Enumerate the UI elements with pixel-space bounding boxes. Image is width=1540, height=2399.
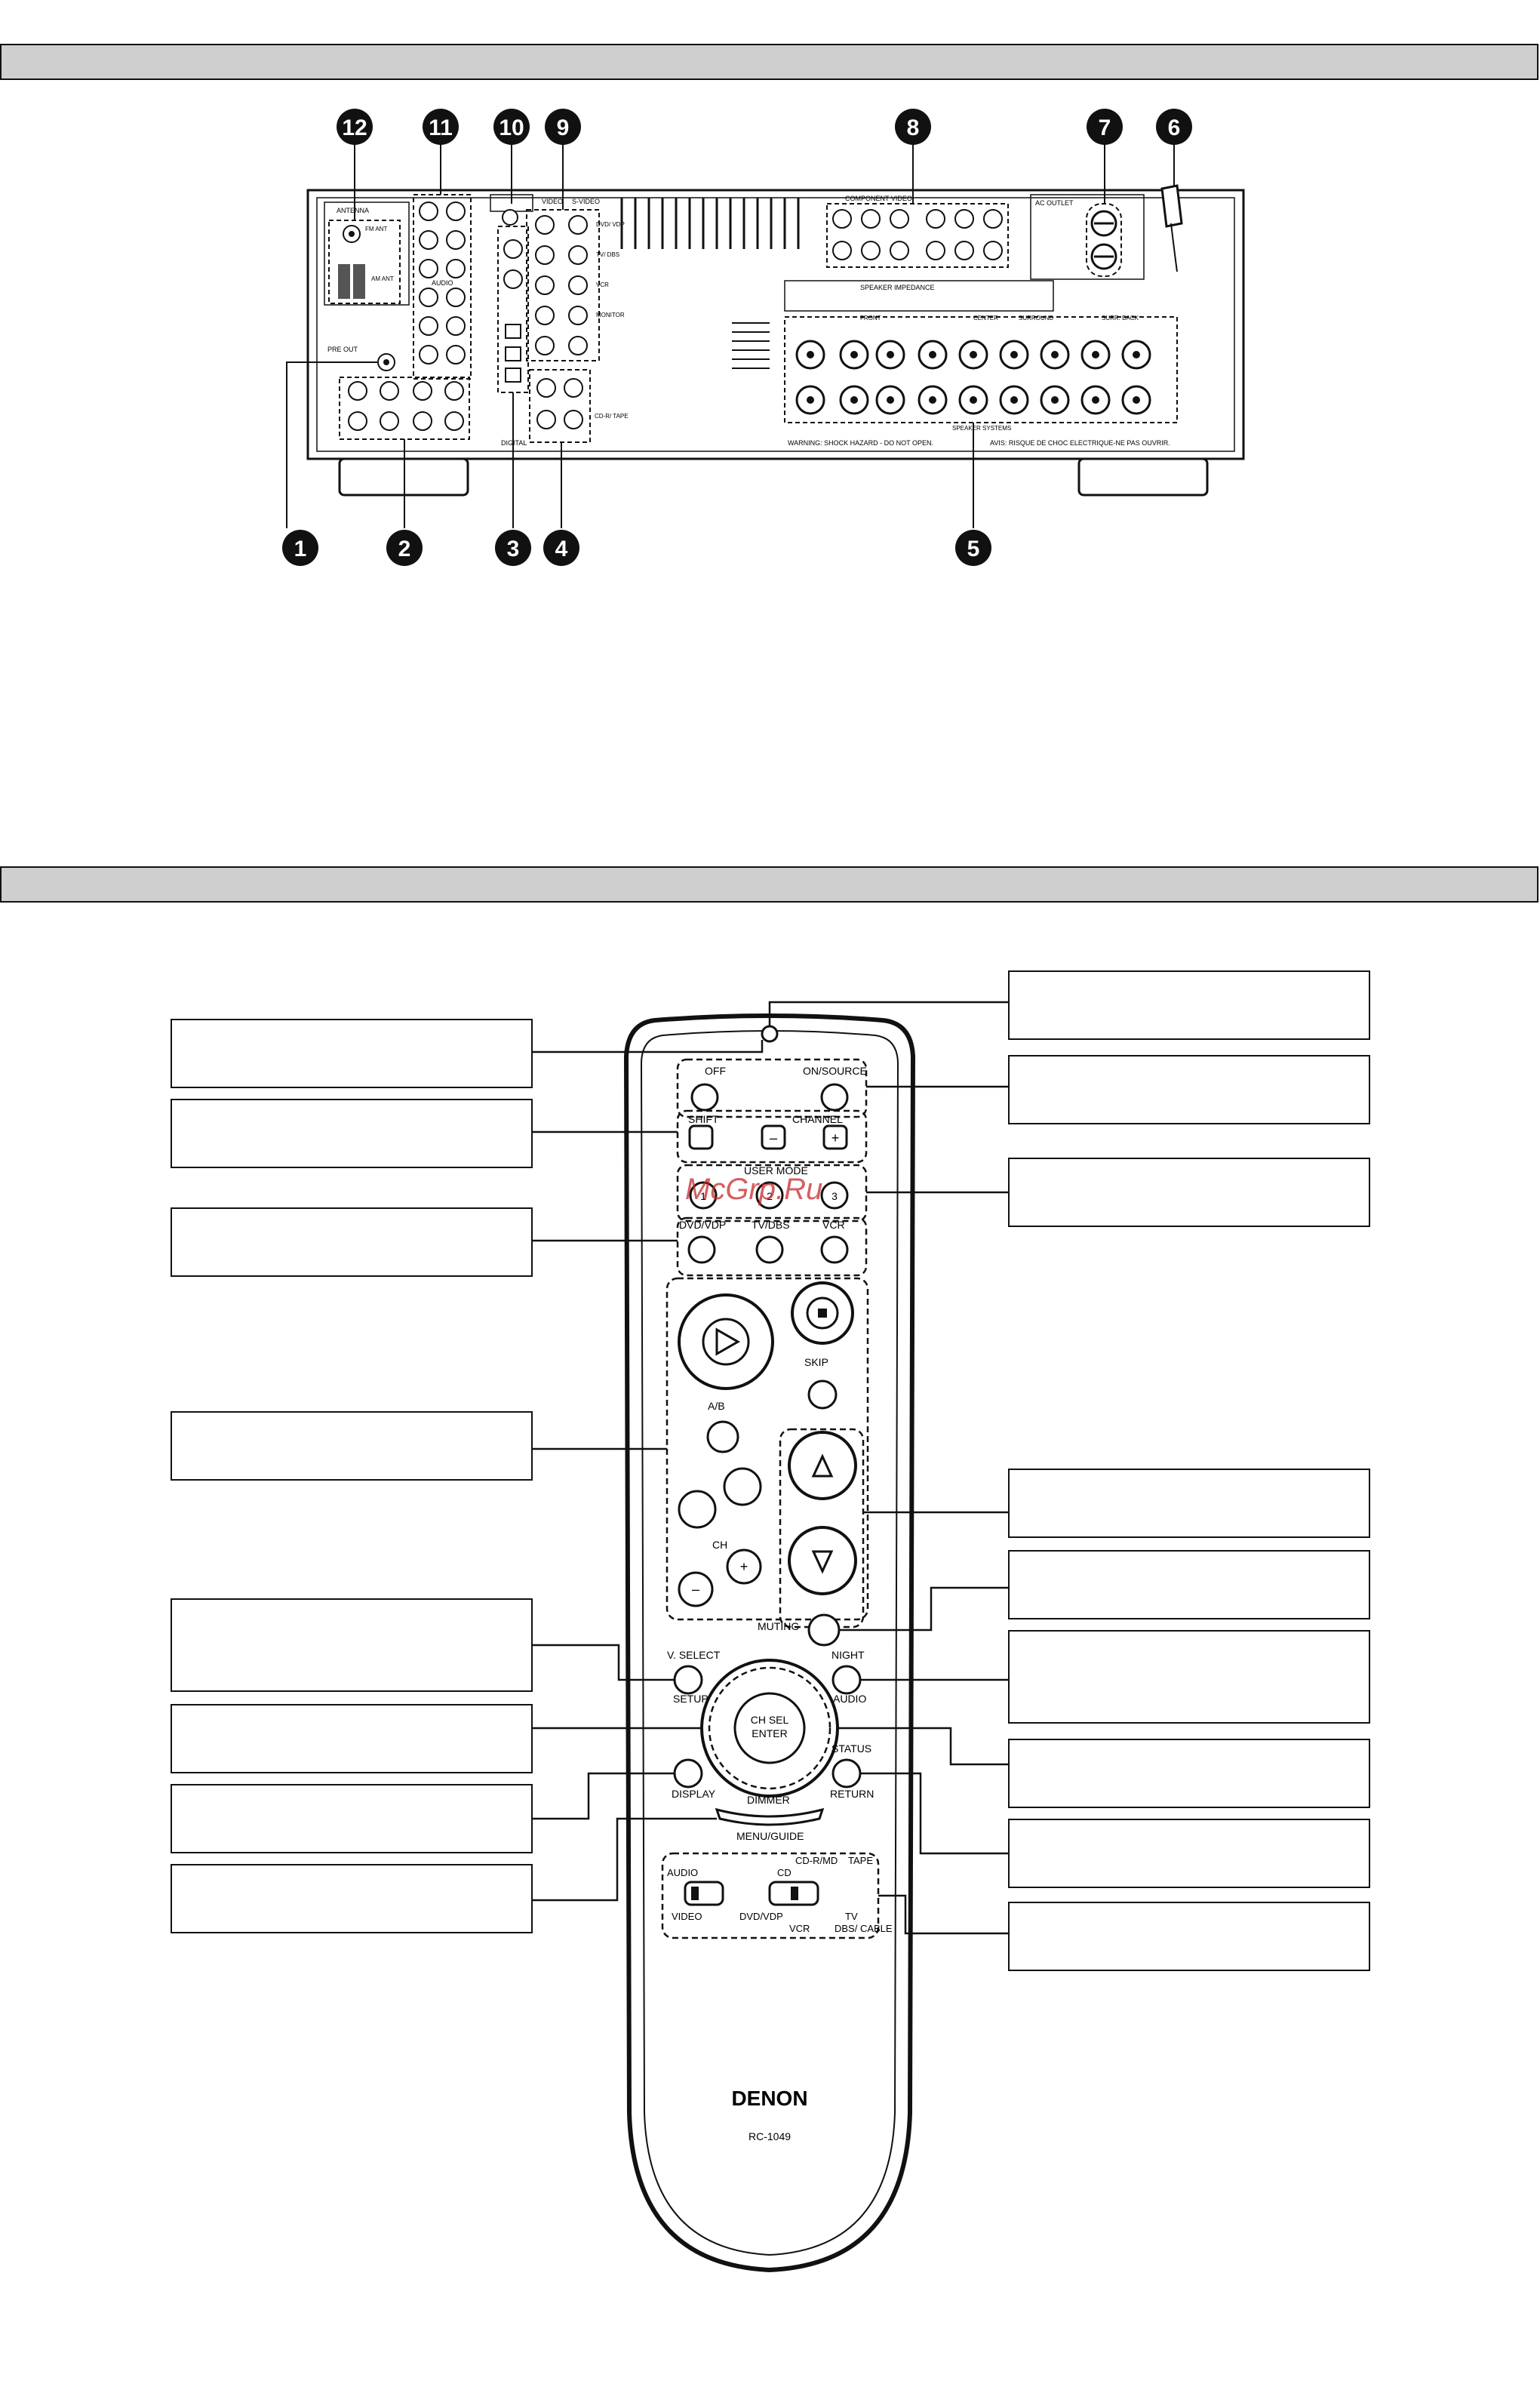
svg-text:3: 3 [831,1190,838,1202]
svg-text:TV/DBS: TV/DBS [752,1219,790,1231]
svg-text:ENTER: ENTER [752,1727,787,1739]
remote-brand: DENON [731,2087,807,2110]
svg-text:SURR. BACK: SURR. BACK [1102,315,1139,321]
section-header-rear-panel [0,44,1538,80]
svg-text:4: 4 [555,537,568,561]
svg-text:MUTING: MUTING [758,1620,799,1632]
svg-text:VCR: VCR [596,281,609,288]
rear-panel-diagram: ANTENNA FM ANT AM ANT PRE OUT AUDIO DIGI… [282,109,1245,566]
svg-text:SURROUND: SURROUND [1019,315,1053,321]
svg-text:CH SEL: CH SEL [751,1714,789,1726]
callout-box-left-4 [171,1411,533,1481]
callout-box-right-5 [1008,1550,1370,1619]
callout-box-left-1 [171,1019,533,1088]
svg-text:DVD/VDP: DVD/VDP [739,1911,783,1922]
label-ac-outlet: AC OUTLET [1035,199,1074,207]
svg-text:AUDIO: AUDIO [833,1693,866,1705]
svg-text:DIMMER: DIMMER [747,1794,790,1806]
label-pre-out: PRE OUT [327,346,358,353]
svg-text:MENU/GUIDE: MENU/GUIDE [736,1830,804,1842]
svg-text:A/B: A/B [708,1400,725,1412]
label-speaker-impedance: SPEAKER IMPEDANCE [860,284,935,291]
svg-text:CHANNEL: CHANNEL [792,1113,843,1125]
svg-text:VIDEO: VIDEO [672,1911,702,1922]
svg-text:8: 8 [907,115,920,140]
callout-box-right-3 [1008,1158,1370,1227]
svg-text:TV: TV [845,1911,858,1922]
svg-text:2: 2 [398,537,411,561]
svg-text:CD-R/MD: CD-R/MD [795,1855,838,1866]
label-speaker-systems: SPEAKER SYSTEMS [952,425,1011,432]
section-header-remote [0,866,1538,903]
callout-box-left-3 [171,1207,533,1277]
label-digital: DIGITAL [501,439,527,447]
callout-box-right-4 [1008,1469,1370,1538]
svg-text:OFF: OFF [705,1065,726,1077]
callout-box-right-2 [1008,1055,1370,1124]
callout-box-left-7 [171,1784,533,1853]
svg-text:RETURN: RETURN [830,1788,874,1800]
callout-box-left-5 [171,1598,533,1692]
watermark: McGrp.Ru [685,1173,823,1206]
svg-text:9: 9 [557,115,570,140]
remote-model: RC-1049 [748,2130,791,2142]
svg-text:11: 11 [429,115,453,140]
callout-box-left-2 [171,1099,533,1168]
svg-text:SETUP: SETUP [673,1693,709,1705]
callout-box-right-1 [1008,970,1370,1040]
label-avis: AVIS: RISQUE DE CHOC ELECTRIQUE-NE PAS O… [990,439,1170,447]
svg-text:VCR: VCR [822,1219,845,1231]
svg-text:AM ANT: AM ANT [371,275,394,282]
svg-text:V. SELECT: V. SELECT [667,1649,721,1661]
label-audio: AUDIO [432,279,453,287]
label-warning: WARNING: SHOCK HAZARD - DO NOT OPEN. [788,439,933,447]
svg-text:SKIP: SKIP [804,1356,828,1368]
svg-text:AUDIO: AUDIO [667,1867,698,1878]
label-component-video: COMPONENT VIDEO [845,195,912,202]
callout-box-left-6 [171,1704,533,1773]
svg-text:FRONT: FRONT [860,315,881,321]
svg-text:DVD/ VDP: DVD/ VDP [596,221,625,228]
callout-box-right-7 [1008,1739,1370,1808]
svg-text:TV/ DBS: TV/ DBS [596,251,619,258]
svg-text:STATUS: STATUS [831,1742,871,1755]
svg-text:CENTER: CENTER [973,315,998,321]
svg-text:12: 12 [342,115,367,140]
svg-text:5: 5 [967,537,980,561]
svg-text:+: + [740,1559,748,1574]
svg-text:1: 1 [294,537,307,561]
svg-text:+: + [831,1130,840,1146]
label-video: VIDEO [542,198,563,205]
svg-text:CH: CH [712,1539,727,1551]
svg-text:CD-R/ TAPE: CD-R/ TAPE [595,413,629,420]
svg-text:10: 10 [499,115,524,140]
svg-text:DVD/VDP: DVD/VDP [679,1219,726,1231]
svg-text:–: – [770,1130,777,1146]
callout-box-left-8 [171,1864,533,1933]
callout-box-right-8 [1008,1819,1370,1888]
svg-text:MONITOR: MONITOR [596,312,625,318]
svg-text:–: – [692,1582,699,1597]
svg-text:SHIFT: SHIFT [688,1113,719,1125]
svg-text:VCR: VCR [789,1923,810,1934]
svg-text:3: 3 [507,537,520,561]
svg-text:DBS/ CABLE: DBS/ CABLE [835,1923,893,1934]
svg-text:7: 7 [1099,115,1111,140]
label-antenna: ANTENNA [337,207,369,214]
svg-text:ON/SOURCE: ON/SOURCE [803,1065,867,1077]
callout-box-right-6 [1008,1630,1370,1724]
svg-text:6: 6 [1168,115,1181,140]
svg-text:DISPLAY: DISPLAY [672,1788,716,1800]
svg-text:TAPE: TAPE [848,1855,873,1866]
callout-box-right-9 [1008,1902,1370,1971]
svg-text:NIGHT: NIGHT [831,1649,865,1661]
svg-text:CD: CD [777,1867,792,1878]
svg-text:FM ANT: FM ANT [365,226,387,232]
svg-text:S-VIDEO: S-VIDEO [572,198,600,205]
